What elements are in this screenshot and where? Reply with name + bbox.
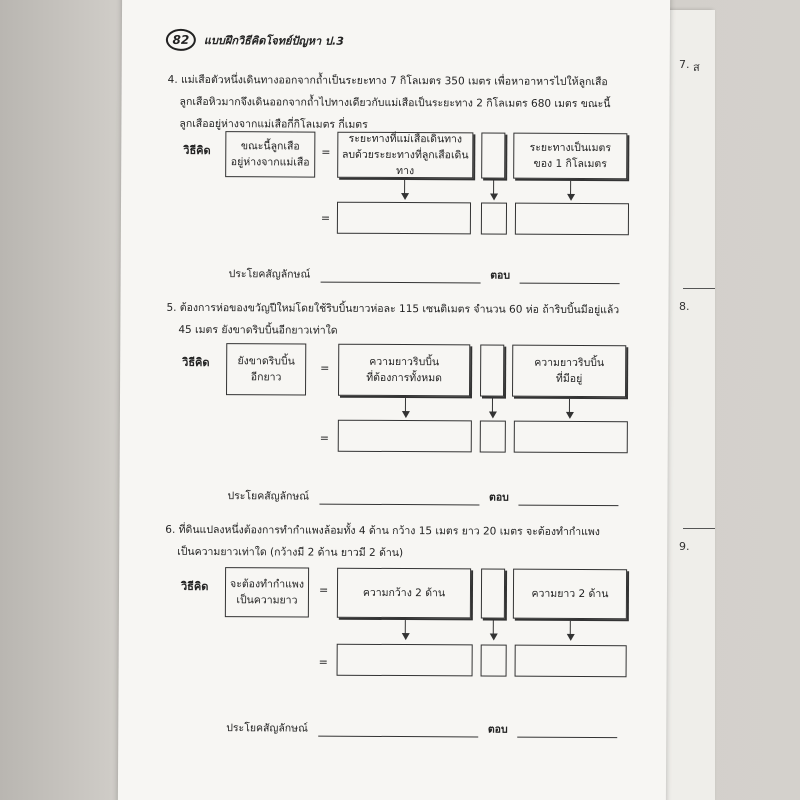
q5-answer-blank[interactable] xyxy=(518,493,619,507)
worksheet-page: 82 แบบฝึกวิธีคิดโจทย์ปัญหา ป.3 4. แม่เสื… xyxy=(117,0,671,800)
q6-arrow xyxy=(404,620,406,635)
q4-sentence-row: ประโยคสัญลักษณ์ ตอบ xyxy=(228,265,621,285)
next-page-line xyxy=(683,288,715,289)
q4-answer-box-a[interactable] xyxy=(336,201,472,235)
q4-equals-2: = xyxy=(320,211,331,225)
q6-box-a: ความกว้าง 2 ด้าน xyxy=(336,567,472,619)
page-header: 82 แบบฝึกวิธีคิดโจทย์ปัญหา ป.3 xyxy=(165,27,344,54)
next-page-fragment: ส xyxy=(693,61,700,74)
q4-arrow xyxy=(570,180,572,195)
q4-answer-label: ตอบ xyxy=(490,269,511,282)
next-page-line xyxy=(683,528,715,529)
q5-box-a: ความยาวริบบิ้น ที่ต้องการทั้งหมด xyxy=(338,343,471,397)
q4-equals: = xyxy=(321,145,331,159)
q6-equals-2: = xyxy=(318,655,328,669)
q6-sentence-row: ประโยคสัญลักษณ์ ตอบ xyxy=(226,719,618,739)
q5-equals: = xyxy=(320,361,330,375)
q4-method-label: วิธีคิด xyxy=(183,143,211,158)
q4-answer-operator-box[interactable] xyxy=(480,202,508,235)
next-page-q9-number: 9. xyxy=(679,540,690,553)
q6-equals: = xyxy=(318,583,329,597)
q6-answer-operator-box[interactable] xyxy=(480,644,507,677)
q4-box-a: ระยะทางที่แม่เสือเดินทาง ลบด้วยระยะทางที… xyxy=(337,131,474,179)
q5-sentence-blank[interactable] xyxy=(319,492,480,506)
q5-answer-box-b[interactable] xyxy=(513,420,628,454)
q5-answer-box-a[interactable] xyxy=(337,419,472,453)
question-5-text: 5. ต้องการห่อของขวัญปีใหม่โดยใช้ริบบิ้นย… xyxy=(166,301,620,337)
q5-method-label: วิธีคิด xyxy=(182,355,210,370)
q5-equals-2: = xyxy=(319,431,330,445)
q6-arrow xyxy=(569,620,571,635)
q4-sentence-label: ประโยคสัญลักษณ์ xyxy=(228,268,311,281)
q5-operator-box[interactable] xyxy=(480,344,505,397)
q4-arrow xyxy=(404,180,406,195)
q5-box-b: ความยาวริบบิ้น ที่มีอยู่ xyxy=(512,344,627,398)
q5-answer-operator-box[interactable] xyxy=(479,420,506,453)
q5-arrow xyxy=(404,398,406,413)
q6-arrow xyxy=(492,620,494,635)
q6-sentence-blank[interactable] xyxy=(317,724,478,738)
q6-answer-box-a[interactable] xyxy=(336,643,473,677)
q4-operator-box[interactable] xyxy=(481,132,506,179)
page-number: 82 xyxy=(165,28,196,51)
q5-sentence-label: ประโยคสัญลักษณ์ xyxy=(227,490,310,503)
q4-sentence-blank[interactable] xyxy=(320,270,481,284)
q4-answer-box-b[interactable] xyxy=(514,202,630,236)
next-page-q7-number: 7. xyxy=(679,58,690,71)
q4-arrow xyxy=(493,180,495,195)
q4-box-b: ระยะทางเป็นเมตร ของ 1 กิโลเมตร xyxy=(513,132,628,180)
q6-operator-box[interactable] xyxy=(480,568,506,619)
q5-unknown-box: ยังขาดริบบิ้น อีกยาว xyxy=(226,343,307,396)
next-page-q8-number: 8. xyxy=(679,300,690,313)
q6-answer-label: ตอบ xyxy=(487,723,508,736)
q5-arrow xyxy=(491,398,493,413)
q6-method-label: วิธีคิด xyxy=(180,579,209,594)
q6-sentence-label: ประโยคสัญลักษณ์ xyxy=(226,722,308,735)
q5-sentence-row: ประโยคสัญลักษณ์ ตอบ xyxy=(227,487,619,507)
q4-answer-blank[interactable] xyxy=(519,271,621,285)
q5-answer-label: ตอบ xyxy=(489,491,509,504)
page-title: แบบฝึกวิธีคิดโจทย์ปัญหา ป.3 xyxy=(203,33,344,48)
q4-unknown-box: ขณะนี้ลูกเสือ อยู่ห่างจากแม่เสือ xyxy=(225,131,316,178)
q6-unknown-box: จะต้องทำกำแพง เป็นความยาว xyxy=(224,567,310,618)
q6-answer-blank[interactable] xyxy=(517,725,618,739)
q6-box-b: ความยาว 2 ด้าน xyxy=(512,568,628,620)
q5-arrow xyxy=(568,398,570,413)
question-6-text: 6. ที่ดินแปลงหนึ่งต้องการทำกำแพงล้อมทั้ง… xyxy=(165,523,600,560)
question-4-text: 4. แม่เสือตัวหนึ่งเดินทางออกจากถ้ำเป็นระ… xyxy=(167,73,611,131)
q6-answer-box-b[interactable] xyxy=(514,644,627,678)
